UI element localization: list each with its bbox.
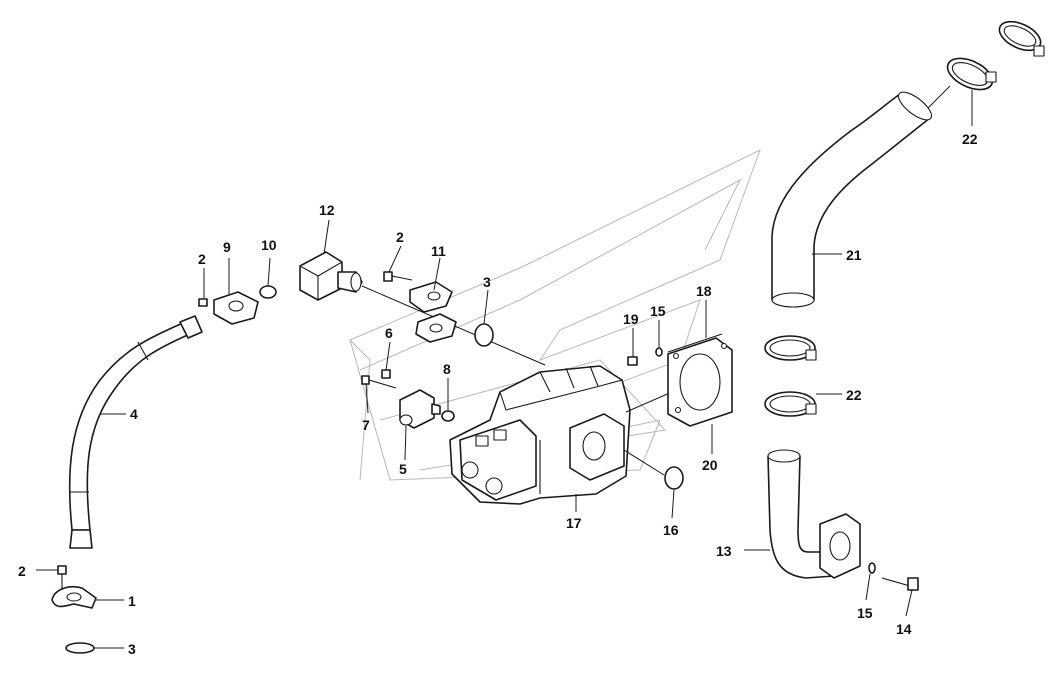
bolt-2-upper: [383, 271, 413, 282]
callout-3-upper: 3: [483, 274, 491, 290]
callout-16: 16: [663, 522, 679, 538]
o-ring-16: [664, 466, 684, 490]
flange-half-clamp: [51, 585, 97, 609]
callout-1: 1: [128, 593, 136, 609]
suction-tube-13: [767, 449, 861, 579]
callout-17: 17: [566, 515, 582, 531]
gasket-20: [667, 337, 733, 427]
washer-15-upper: [655, 347, 663, 357]
stud-18: [667, 333, 723, 353]
leader-lines: [36, 90, 973, 649]
callout-11: 11: [431, 243, 446, 259]
callout-10: 10: [261, 237, 277, 253]
callout-9: 9: [223, 239, 231, 255]
callout-6: 6: [385, 325, 393, 341]
callout-2-bottom: 2: [18, 563, 26, 579]
callout-3-bottom: 3: [128, 641, 136, 657]
callout-5: 5: [399, 461, 407, 477]
callout-22-upper: 22: [962, 131, 978, 147]
bolt-2-bottom: [57, 565, 67, 590]
bolt-2-left: [198, 298, 208, 307]
callout-15-upper: 15: [650, 303, 666, 319]
callout-8: 8: [443, 361, 451, 377]
o-ring-8: [441, 410, 455, 422]
split-flange-9: [213, 291, 259, 325]
callout-13: 13: [716, 543, 732, 559]
callout-7: 7: [362, 417, 370, 433]
callout-20: 20: [702, 457, 718, 473]
callout-21: 21: [846, 247, 862, 263]
callout-2-upper: 2: [396, 229, 404, 245]
flange-fitting-12: [299, 251, 363, 301]
gear-pump-17: [449, 365, 631, 505]
inlet-hose-21: [771, 91, 933, 308]
bolt-7: [361, 375, 397, 389]
o-ring-3-upper: [474, 323, 494, 347]
flange-fitting-5: [399, 389, 441, 429]
bolt-19: [627, 356, 638, 366]
bolt-14: [881, 577, 919, 591]
bolt-6: [381, 369, 391, 379]
callout-2-left: 2: [198, 251, 206, 267]
callout-19: 19: [623, 311, 639, 327]
callout-14: 14: [896, 621, 912, 637]
split-flange-11: [409, 281, 457, 343]
callout-labels: 1 2 2 2 3 3 4 5 6 7 8 9 10 11 12 13 14 1…: [18, 131, 978, 657]
hose-clamp-22-upper: [946, 20, 1045, 91]
suction-hose: [68, 315, 203, 549]
callout-22-lower: 22: [846, 387, 862, 403]
washer-15-lower: [868, 562, 876, 574]
callout-18: 18: [696, 283, 712, 299]
o-ring-3-bottom: [65, 642, 95, 654]
o-ring-10: [259, 285, 277, 299]
callout-12: 12: [319, 202, 335, 218]
callout-4: 4: [130, 406, 138, 422]
callout-15-lower: 15: [857, 605, 873, 621]
hose-clamp-22-lower: [764, 335, 817, 417]
